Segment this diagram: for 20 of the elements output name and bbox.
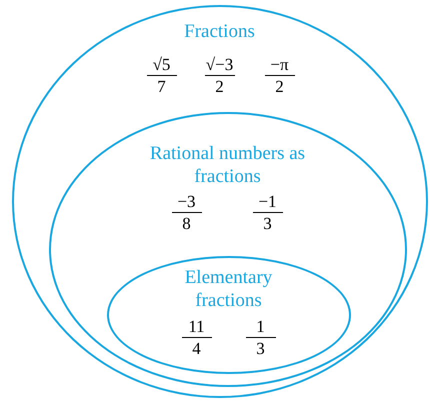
numerator: −3 — [177, 192, 196, 210]
numerator: −1 — [258, 192, 277, 210]
numerator: √5 — [152, 54, 170, 74]
numerator: √−3 — [206, 54, 234, 74]
set-heading: Fractions — [183, 20, 256, 42]
denominator: 8 — [182, 214, 191, 233]
set-ellipse — [49, 112, 407, 387]
numerator: 1 — [256, 316, 265, 336]
set-ellipse — [12, 5, 428, 398]
denominator: 7 — [157, 77, 166, 96]
numerator: −π — [270, 54, 289, 74]
set-heading: Elementary fractions — [184, 266, 274, 312]
denominator: 4 — [192, 339, 201, 358]
denominator: 2 — [275, 77, 284, 96]
denominator: 3 — [256, 339, 265, 358]
set-heading: Rational numbers as fractions — [148, 142, 306, 188]
numerator: 11 — [188, 316, 205, 336]
set-ellipse — [107, 256, 351, 374]
denominator: 2 — [215, 77, 224, 96]
denominator: 3 — [263, 214, 272, 233]
